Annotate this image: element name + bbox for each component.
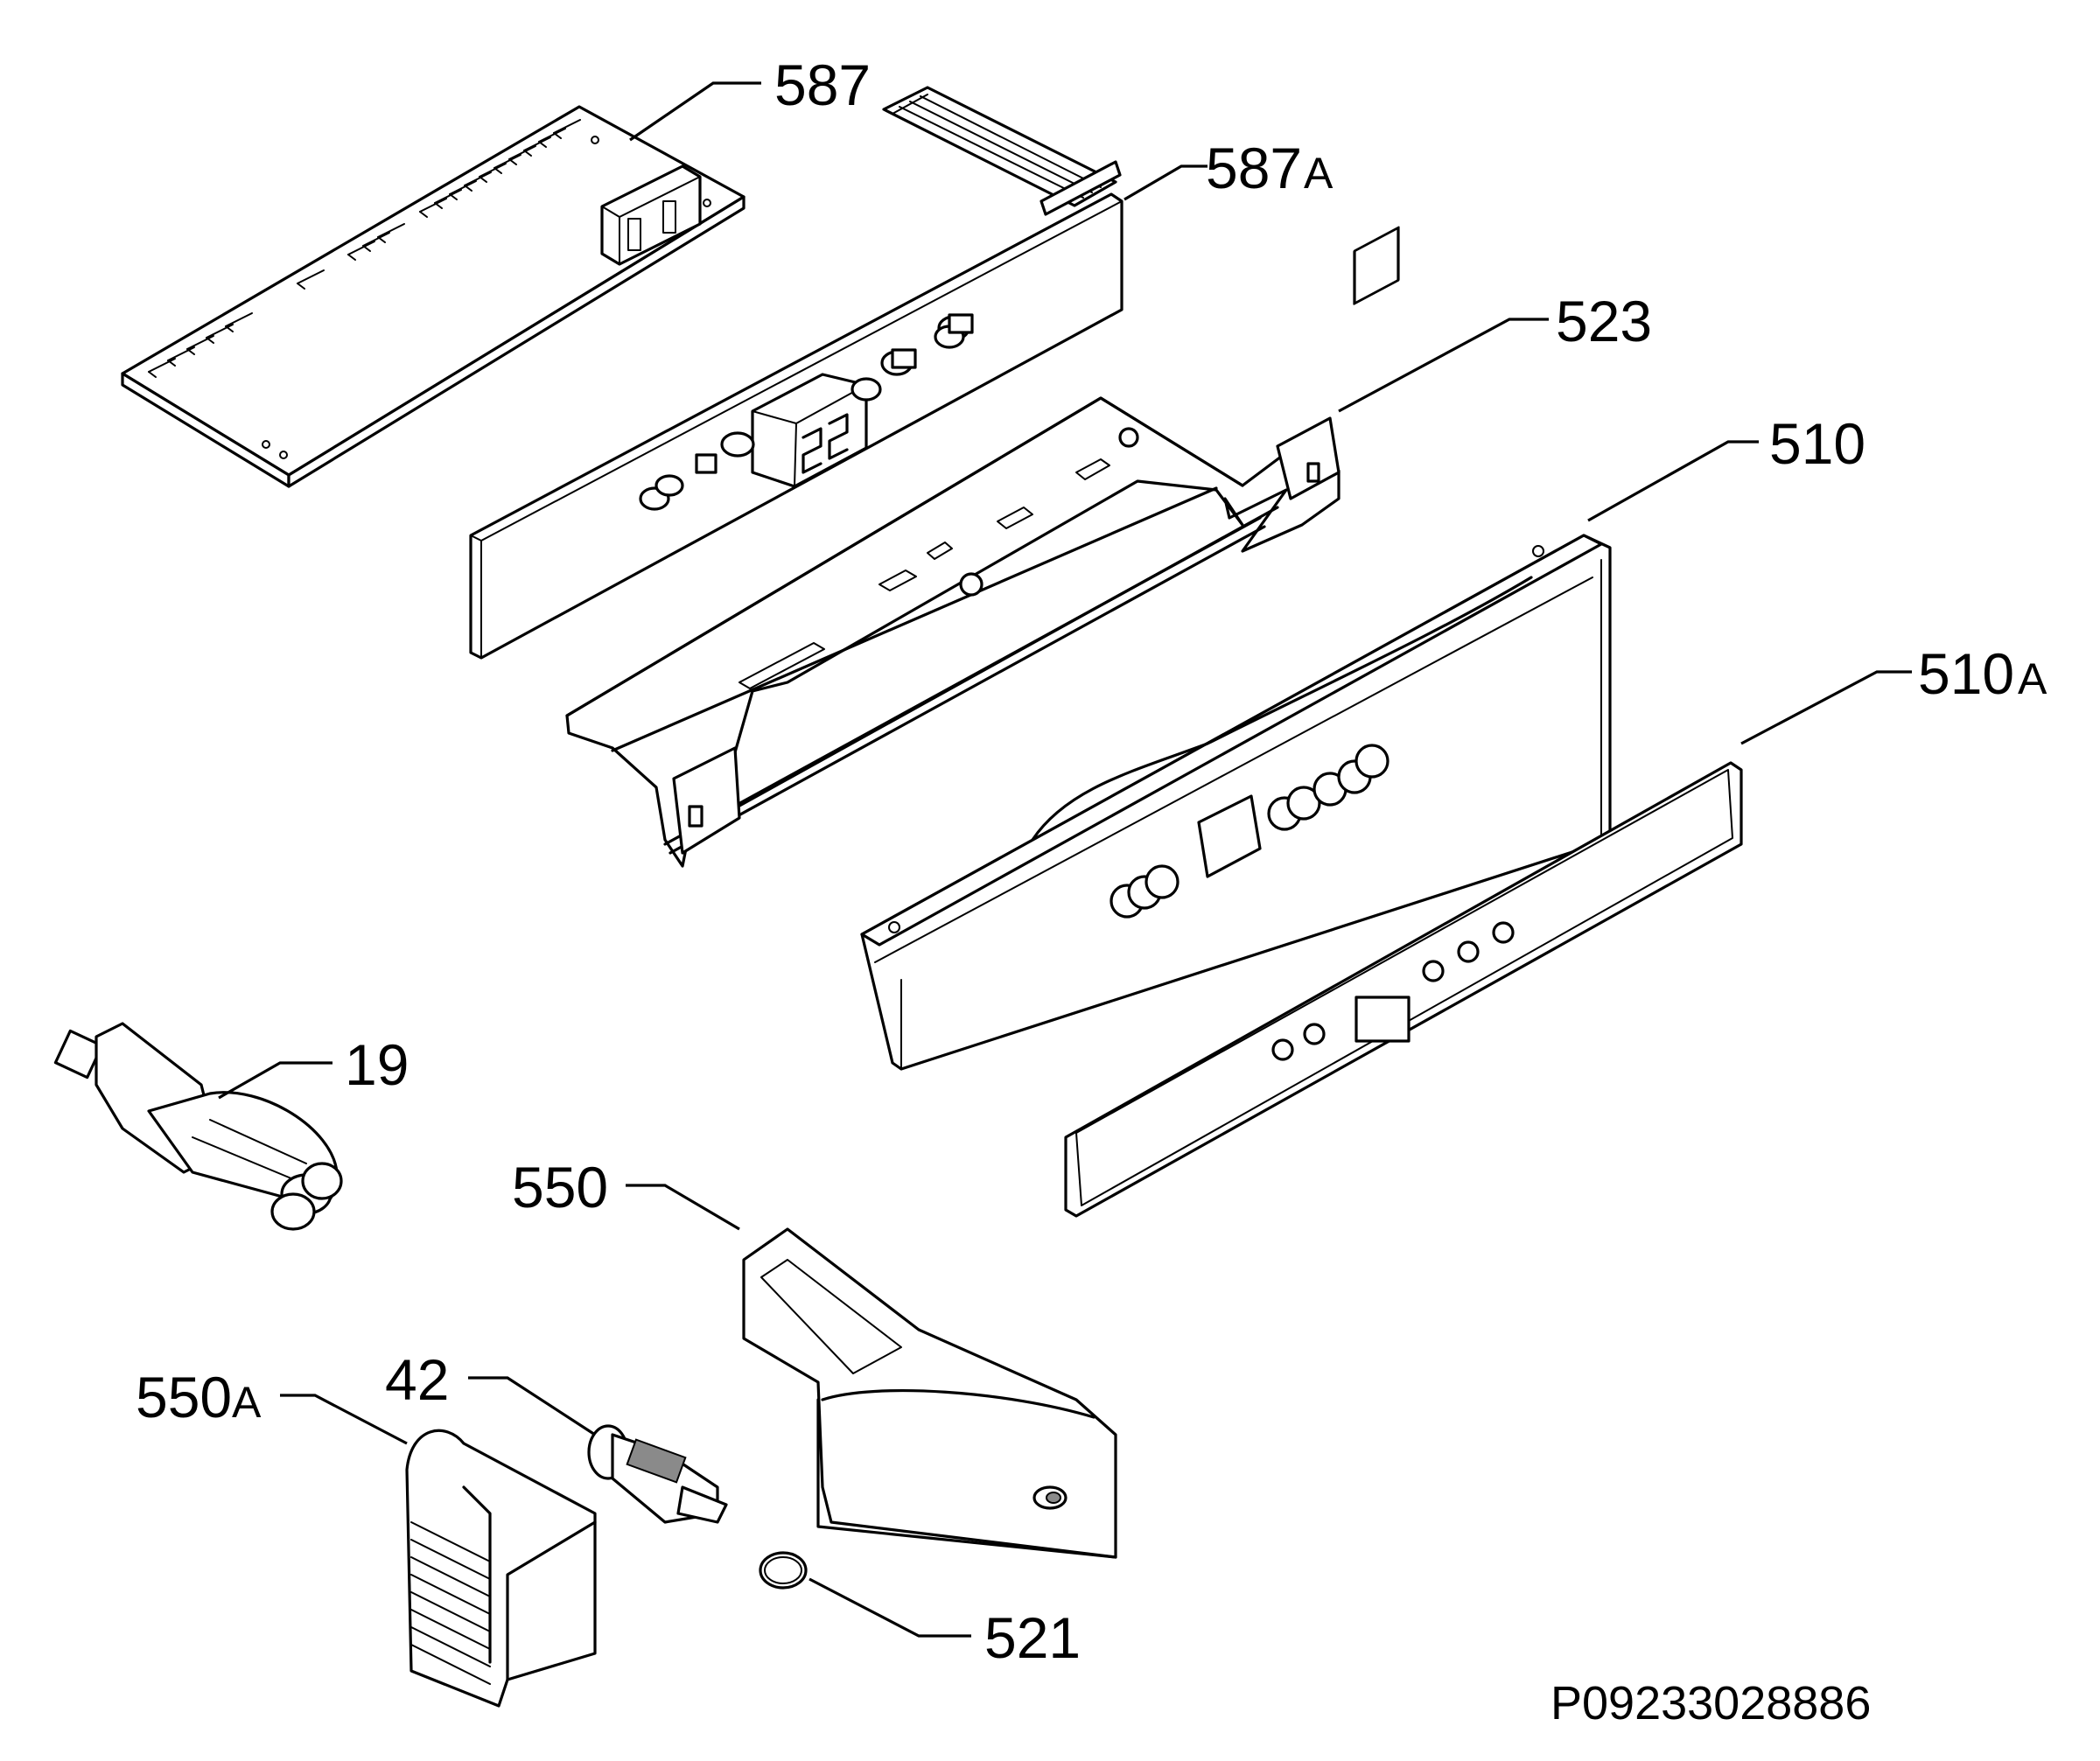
label-587: 587: [774, 52, 871, 117]
leader-lines: [218, 81, 1912, 1638]
part-42-lamp-holder: [587, 1424, 728, 1524]
part-587-circuit-board: [121, 105, 746, 488]
label-550: 550: [512, 1155, 608, 1219]
part-510-control-panel: [860, 534, 1612, 1071]
label-19: 19: [345, 1032, 409, 1097]
label-587a-num: 587: [1206, 136, 1302, 200]
label-550a: 550 A: [136, 1365, 262, 1429]
label-42: 42: [385, 1347, 449, 1412]
part-550-housing: [742, 1227, 1117, 1559]
part-523-frame: [565, 396, 1340, 868]
part-510a-panel-foil: [1064, 226, 1743, 1218]
label-587a: 587 A: [1206, 136, 1334, 200]
label-510-num: 510: [1769, 411, 1866, 476]
part-587a-display-board: [469, 86, 1124, 660]
part-550a-cap: [405, 1429, 597, 1708]
diagram-code: P09233028886: [1550, 1677, 1871, 1730]
label-550-num: 550: [512, 1155, 608, 1219]
label-587a-suffix: A: [1304, 149, 1334, 198]
label-523: 523: [1556, 289, 1652, 353]
label-19-num: 19: [345, 1032, 409, 1097]
label-510: 510: [1769, 411, 1866, 476]
label-521-num: 521: [984, 1605, 1081, 1670]
label-523-num: 523: [1556, 289, 1652, 353]
label-510a-num: 510: [1918, 641, 2014, 706]
part-521-o-ring: [759, 1551, 808, 1590]
label-510a-suffix: A: [2018, 654, 2048, 703]
label-550a-suffix: A: [232, 1378, 262, 1427]
label-42-num: 42: [385, 1347, 449, 1412]
label-587-num: 587: [774, 52, 871, 117]
label-521: 521: [984, 1605, 1081, 1670]
label-550a-num: 550: [136, 1365, 232, 1429]
part-19-lamp: [53, 1022, 343, 1231]
label-510a: 510 A: [1918, 641, 2048, 706]
